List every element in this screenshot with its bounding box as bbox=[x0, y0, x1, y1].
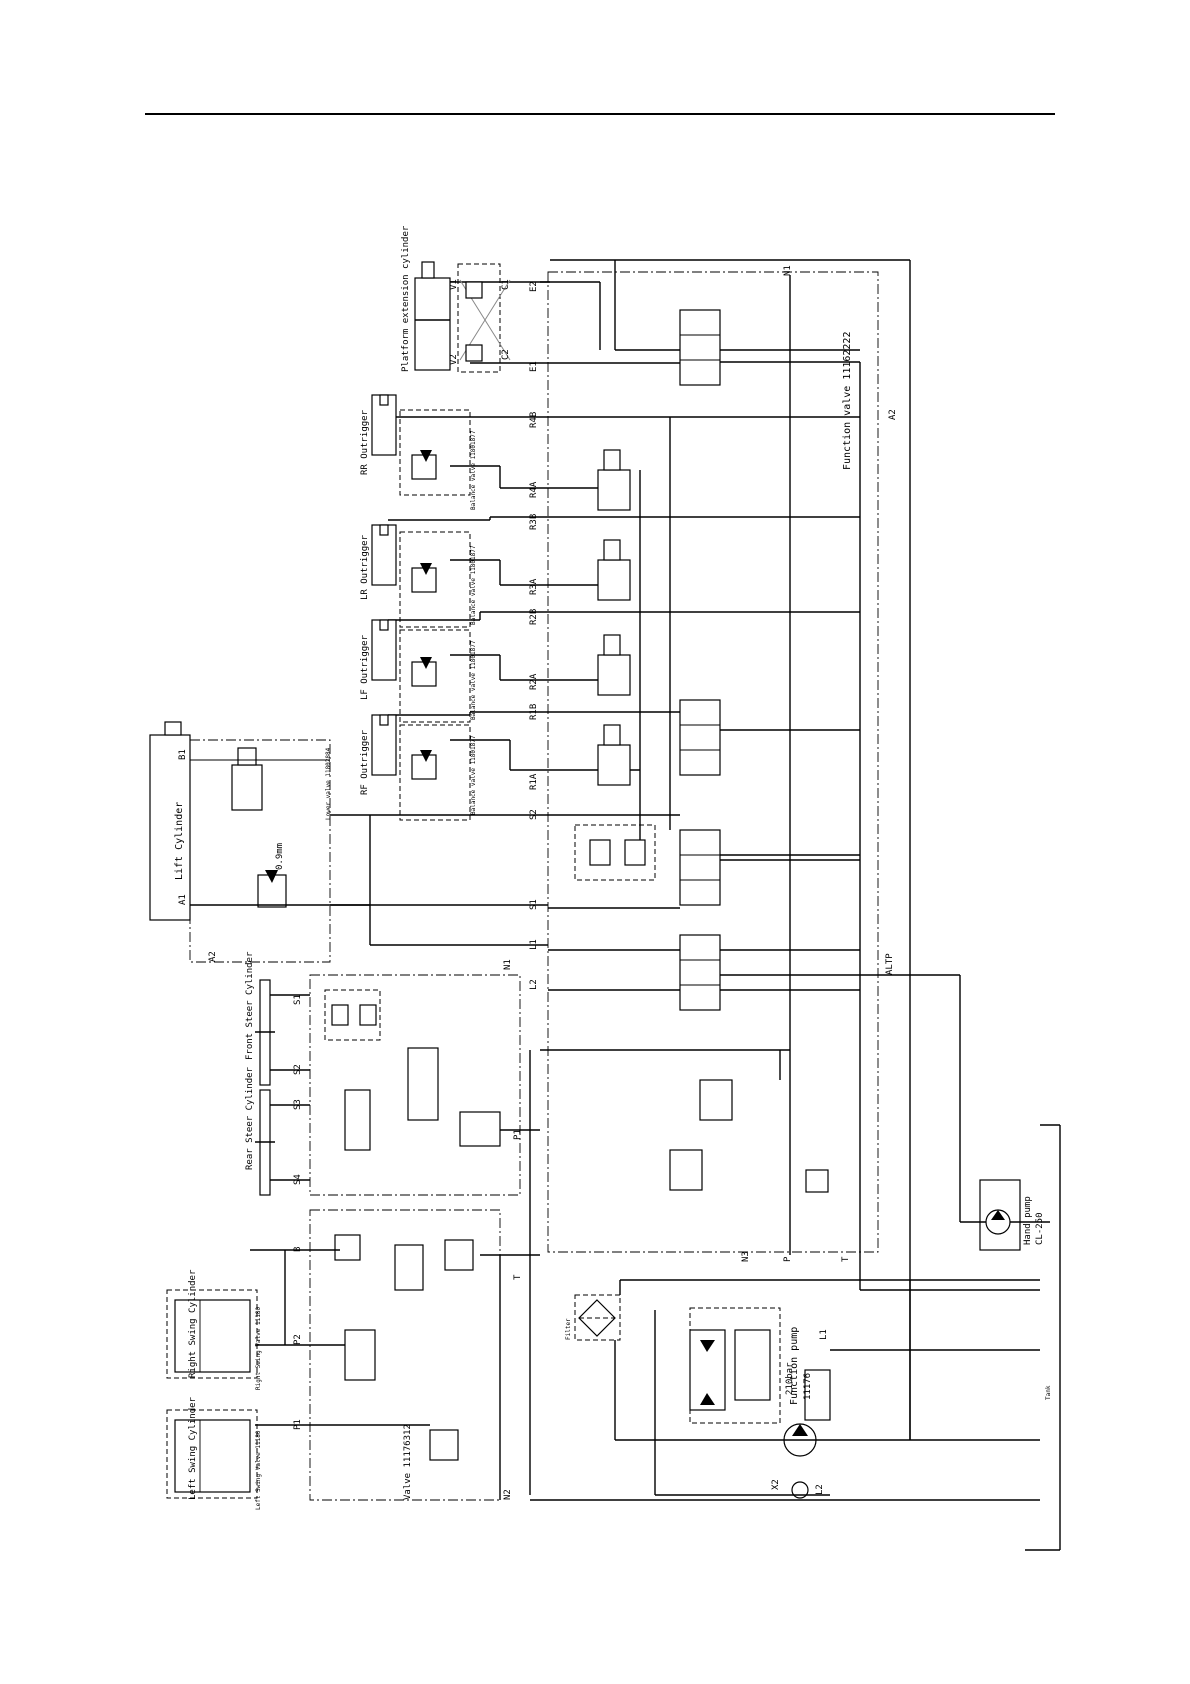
svg-text:R2A: R2A bbox=[529, 673, 539, 690]
feed-lines bbox=[330, 281, 960, 991]
tank-return: Tank bbox=[530, 1049, 1061, 1551]
svg-text:Front Steer Cylinder: Front Steer Cylinder bbox=[245, 951, 255, 1060]
svg-text:CL-250: CL-250 bbox=[1035, 1212, 1045, 1245]
outrigger-lf: LF Outrigger Balance valve 11801877 bbox=[360, 619, 477, 723]
svg-text:B: B bbox=[293, 1247, 303, 1252]
left-swing-cylinder: Left Swing Cylinder Left Swing Valve 111… bbox=[166, 1396, 262, 1510]
svg-text:R3A: R3A bbox=[529, 578, 539, 595]
platform-extension-cylinder: Platform extension cylinder C1 C2 V1 V2 bbox=[401, 225, 511, 373]
svg-text:T: T bbox=[841, 1256, 851, 1262]
svg-text:V2: V2 bbox=[449, 354, 459, 365]
svg-text:E2: E2 bbox=[529, 281, 539, 292]
function-pump-unit: 210bar Function pump 11176 L1 X2 L2 bbox=[614, 1307, 1040, 1499]
svg-text:Hand pump: Hand pump bbox=[1023, 1196, 1033, 1245]
svg-text:ALTP: ALTP bbox=[885, 953, 895, 975]
svg-text:LF Outrigger: LF Outrigger bbox=[360, 634, 370, 700]
svg-text:Left Swing Valve 11180: Left Swing Valve 11180 bbox=[255, 1430, 262, 1510]
svg-text:V1: V1 bbox=[449, 279, 459, 290]
svg-text:Lower valve 11802884: Lower valve 11802884 bbox=[325, 747, 332, 820]
svg-text:Balance valve 11801877: Balance valve 11801877 bbox=[470, 430, 477, 510]
svg-text:A2: A2 bbox=[208, 951, 218, 962]
svg-text:R3B: R3B bbox=[529, 514, 539, 530]
svg-text:N1: N1 bbox=[783, 265, 793, 276]
svg-text:B1: B1 bbox=[178, 749, 188, 760]
svg-text:C2: C2 bbox=[501, 349, 511, 360]
svg-text:L1: L1 bbox=[819, 1329, 829, 1340]
svg-text:N1: N1 bbox=[503, 959, 513, 970]
outrigger-rf: RF Outrigger Balance valve 11801877 bbox=[360, 714, 477, 821]
svg-text:Function pump: Function pump bbox=[789, 1327, 800, 1405]
svg-text:A1: A1 bbox=[178, 894, 188, 905]
svg-text:R4A: R4A bbox=[529, 481, 539, 498]
svg-text:N3: N3 bbox=[741, 1251, 751, 1262]
svg-text:R4B: R4B bbox=[529, 412, 539, 428]
outrigger-rr: RR Outrigger Balance valve 11801877 bbox=[360, 394, 477, 510]
filter: Filter bbox=[565, 1279, 1040, 1341]
svg-text:L2: L2 bbox=[529, 979, 539, 990]
directional-valves bbox=[574, 309, 829, 1193]
lift-cylinder: Lift Cylinder Lower valve 11802884 0.9mm… bbox=[149, 721, 370, 963]
svg-text:Tank: Tank bbox=[1045, 1385, 1052, 1400]
svg-text:Filter: Filter bbox=[565, 1318, 572, 1340]
steer-valve-block: Front Steer Cylinder Rear Steer Cylinder… bbox=[245, 951, 540, 1495]
svg-text:R2B: R2B bbox=[529, 609, 539, 625]
platform-extension-label: Platform extension cylinder bbox=[401, 225, 411, 372]
svg-text:Valve 11176312: Valve 11176312 bbox=[403, 1424, 413, 1500]
svg-text:P2: P2 bbox=[293, 1334, 303, 1345]
hand-pump: Hand pump CL-250 bbox=[959, 975, 1050, 1251]
svg-text:P: P bbox=[783, 1256, 793, 1262]
svg-text:Rear Steer Cylinder: Rear Steer Cylinder bbox=[245, 1066, 255, 1170]
svg-text:LR Outrigger: LR Outrigger bbox=[360, 534, 370, 600]
svg-text:0.9mm: 0.9mm bbox=[275, 843, 285, 870]
svg-text:P1: P1 bbox=[513, 1129, 523, 1140]
svg-text:RR Outrigger: RR Outrigger bbox=[360, 409, 370, 475]
svg-text:Right Swing Valve 11180: Right Swing Valve 11180 bbox=[255, 1307, 262, 1390]
svg-text:Right Swing Cylinder: Right Swing Cylinder bbox=[188, 1269, 198, 1378]
svg-text:T: T bbox=[513, 1274, 523, 1280]
svg-text:L2: L2 bbox=[815, 1484, 825, 1495]
svg-text:S1: S1 bbox=[293, 994, 303, 1005]
function-valve-label: Function valve 11162222 bbox=[842, 332, 853, 470]
lift-cylinder-label: Lift Cylinder bbox=[174, 802, 185, 880]
svg-text:Left Swing Cylinder: Left Swing Cylinder bbox=[188, 1396, 198, 1500]
right-swing-cylinder: Right Swing Cylinder Right Swing Valve 1… bbox=[166, 1269, 262, 1390]
svg-text:210bar: 210bar bbox=[785, 1362, 795, 1395]
solenoid-valves bbox=[597, 449, 631, 786]
svg-text:R1A: R1A bbox=[529, 773, 539, 790]
svg-text:Balance valve 11801877: Balance valve 11801877 bbox=[470, 545, 477, 625]
swing-valve-block: Valve 11176312 B P2 P1 N2 T bbox=[250, 1209, 540, 1501]
svg-text:RF Outrigger: RF Outrigger bbox=[360, 729, 370, 795]
outrigger-lr: LR Outrigger Balance valve 11801877 bbox=[360, 524, 477, 628]
svg-text:E1: E1 bbox=[529, 361, 539, 372]
svg-text:Balance valve 11801877: Balance valve 11801877 bbox=[470, 640, 477, 720]
svg-text:C1: C1 bbox=[501, 279, 511, 290]
svg-text:A2: A2 bbox=[888, 409, 898, 420]
svg-text:N2: N2 bbox=[503, 1489, 513, 1500]
main-lines bbox=[550, 259, 911, 1440]
svg-text:X2: X2 bbox=[771, 1479, 781, 1490]
svg-text:11176: 11176 bbox=[803, 1373, 813, 1400]
svg-text:Balance valve 11801877: Balance valve 11801877 bbox=[470, 735, 477, 815]
